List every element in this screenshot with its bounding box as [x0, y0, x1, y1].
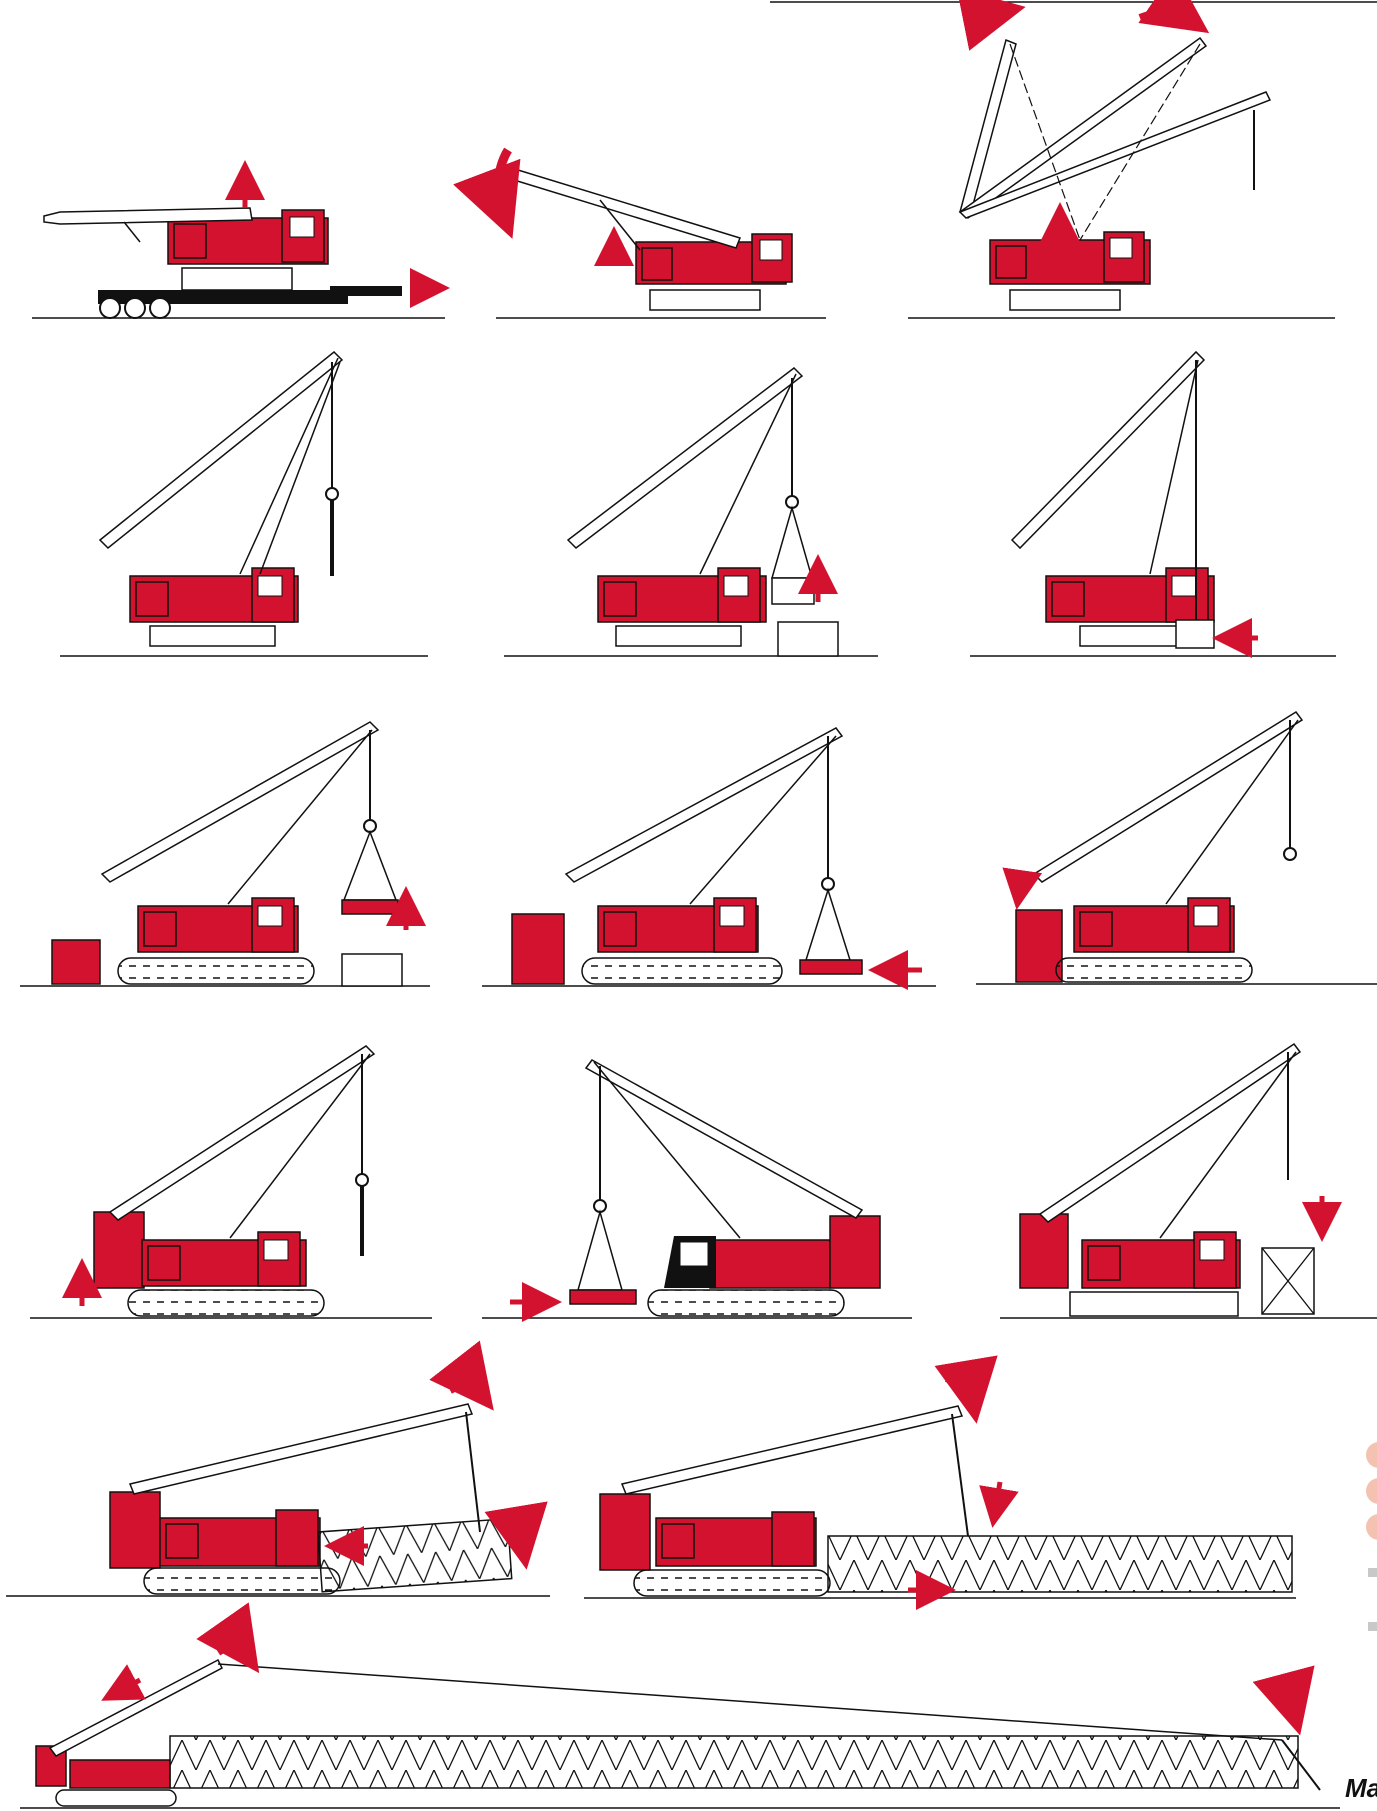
panel-place-carbody-weights	[970, 352, 1336, 656]
panel-lower-boom-section	[1000, 1044, 1377, 1318]
edge-marker-square	[1368, 1568, 1377, 1577]
panel-full-boom-raise	[20, 1648, 1340, 1809]
panel-mast-raise-sequence	[908, 10, 1335, 318]
panel-boom-up-hook	[60, 352, 428, 656]
panel-counterweight-complete	[30, 1046, 432, 1318]
edge-marker-square	[1368, 1622, 1377, 1631]
panel-rear-view-lift	[482, 1060, 912, 1318]
panel-boom-raise-start	[496, 150, 826, 318]
panel-lift-track-frame	[20, 722, 430, 986]
panel-counterweight-install	[976, 712, 1377, 984]
panel-attach-track-frame	[482, 728, 936, 986]
panel-boom-extension	[584, 1378, 1296, 1598]
panel-boom-insert-attach	[6, 1386, 550, 1596]
brand-logo-fragment: Ma	[1345, 1770, 1377, 1806]
panel-transport-trailer	[32, 170, 445, 318]
panel-lift-carbody-weights	[504, 368, 878, 656]
